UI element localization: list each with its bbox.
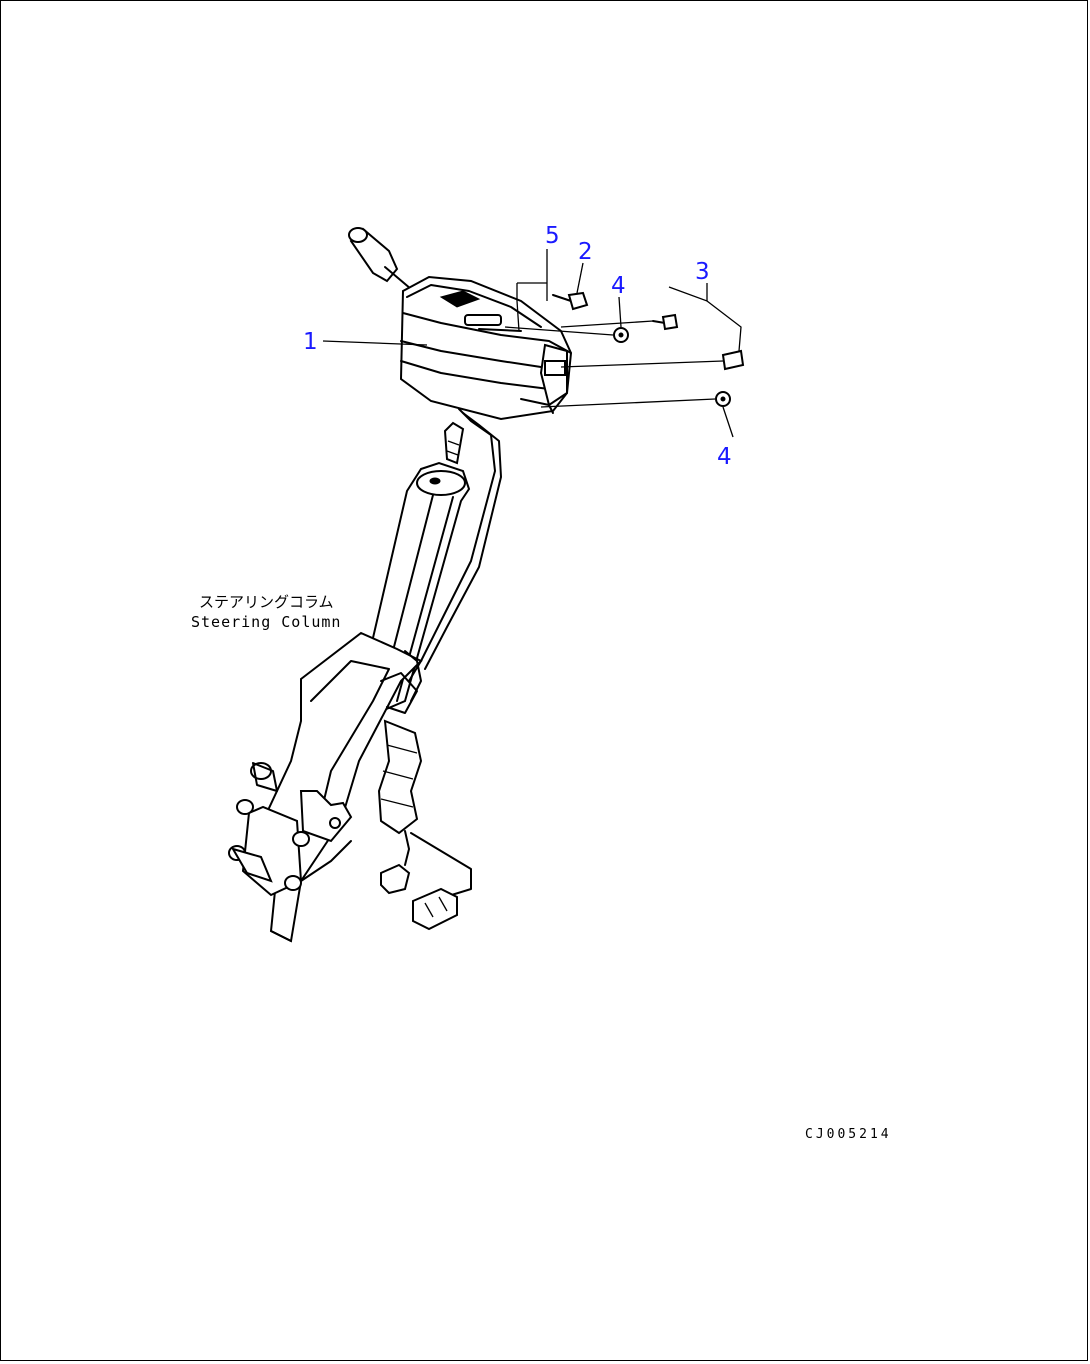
callout-4-lower: 4 <box>717 444 732 470</box>
lever-knob <box>348 227 412 290</box>
callout-5: 5 <box>545 223 560 249</box>
callout-4-upper: 4 <box>611 273 626 299</box>
steering-column-label-en: Steering Column <box>191 613 341 631</box>
fasteners <box>552 291 745 407</box>
leader-lines <box>322 249 742 438</box>
mount-bracket <box>228 762 310 897</box>
wire-harness <box>377 408 502 931</box>
steering-column <box>261 421 471 943</box>
callout-3: 3 <box>695 259 710 285</box>
drawing-code: CJ005214 <box>805 1127 892 1142</box>
steering-column-label-jp: ステアリングコラム <box>199 593 334 611</box>
callout-2: 2 <box>578 239 593 265</box>
combination-switch-body <box>399 275 573 421</box>
callout-1: 1 <box>303 329 318 355</box>
